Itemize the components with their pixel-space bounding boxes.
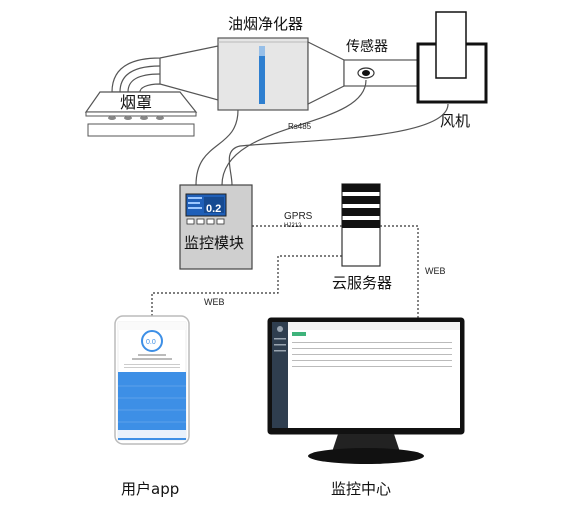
desktop-monitor: [267, 317, 465, 464]
user-app-label: 用户app: [121, 480, 179, 498]
sensor: 传感器: [346, 38, 388, 79]
hood-nozzle-icons: [108, 116, 164, 120]
monitor-sidebar: [272, 322, 288, 428]
phone-list-panel: [118, 372, 186, 440]
module-buttons: [186, 218, 225, 225]
exhaust-duct: [307, 41, 419, 105]
web-left-label: WEB: [204, 297, 225, 307]
phone-gauge-value: 0.0: [146, 339, 156, 346]
phone: 0.0: [114, 315, 190, 445]
fan-label: 风机: [440, 112, 470, 130]
cloud-server: 云服务器: [332, 183, 392, 292]
hj212-label: HJ212: [284, 223, 302, 229]
purifier: 油烟净化器: [217, 15, 309, 111]
network-links: [151, 225, 419, 318]
cloud-server-label: 云服务器: [332, 274, 392, 292]
purifier-indicator-bar: [259, 46, 265, 104]
monitor-screen: [272, 322, 460, 428]
phone-gauge-icon: [141, 330, 163, 352]
hood-label: 烟罩: [120, 93, 152, 112]
monitor-module: 0.2 监控模块: [179, 184, 253, 270]
rs485-label: Rs485: [288, 122, 312, 131]
module-screen-value: 0.2: [206, 203, 221, 215]
monitor-center-label: 监控中心: [331, 480, 391, 498]
hood: 烟罩: [84, 91, 198, 137]
gprs-label: GPRS: [284, 211, 313, 222]
purifier-label: 油烟净化器: [228, 15, 303, 33]
fan: 风机: [416, 11, 488, 130]
web-right-label: WEB: [425, 266, 446, 276]
sensor-label: 传感器: [346, 38, 388, 55]
cables: [195, 79, 449, 186]
monitor-module-label: 监控模块: [184, 234, 244, 252]
